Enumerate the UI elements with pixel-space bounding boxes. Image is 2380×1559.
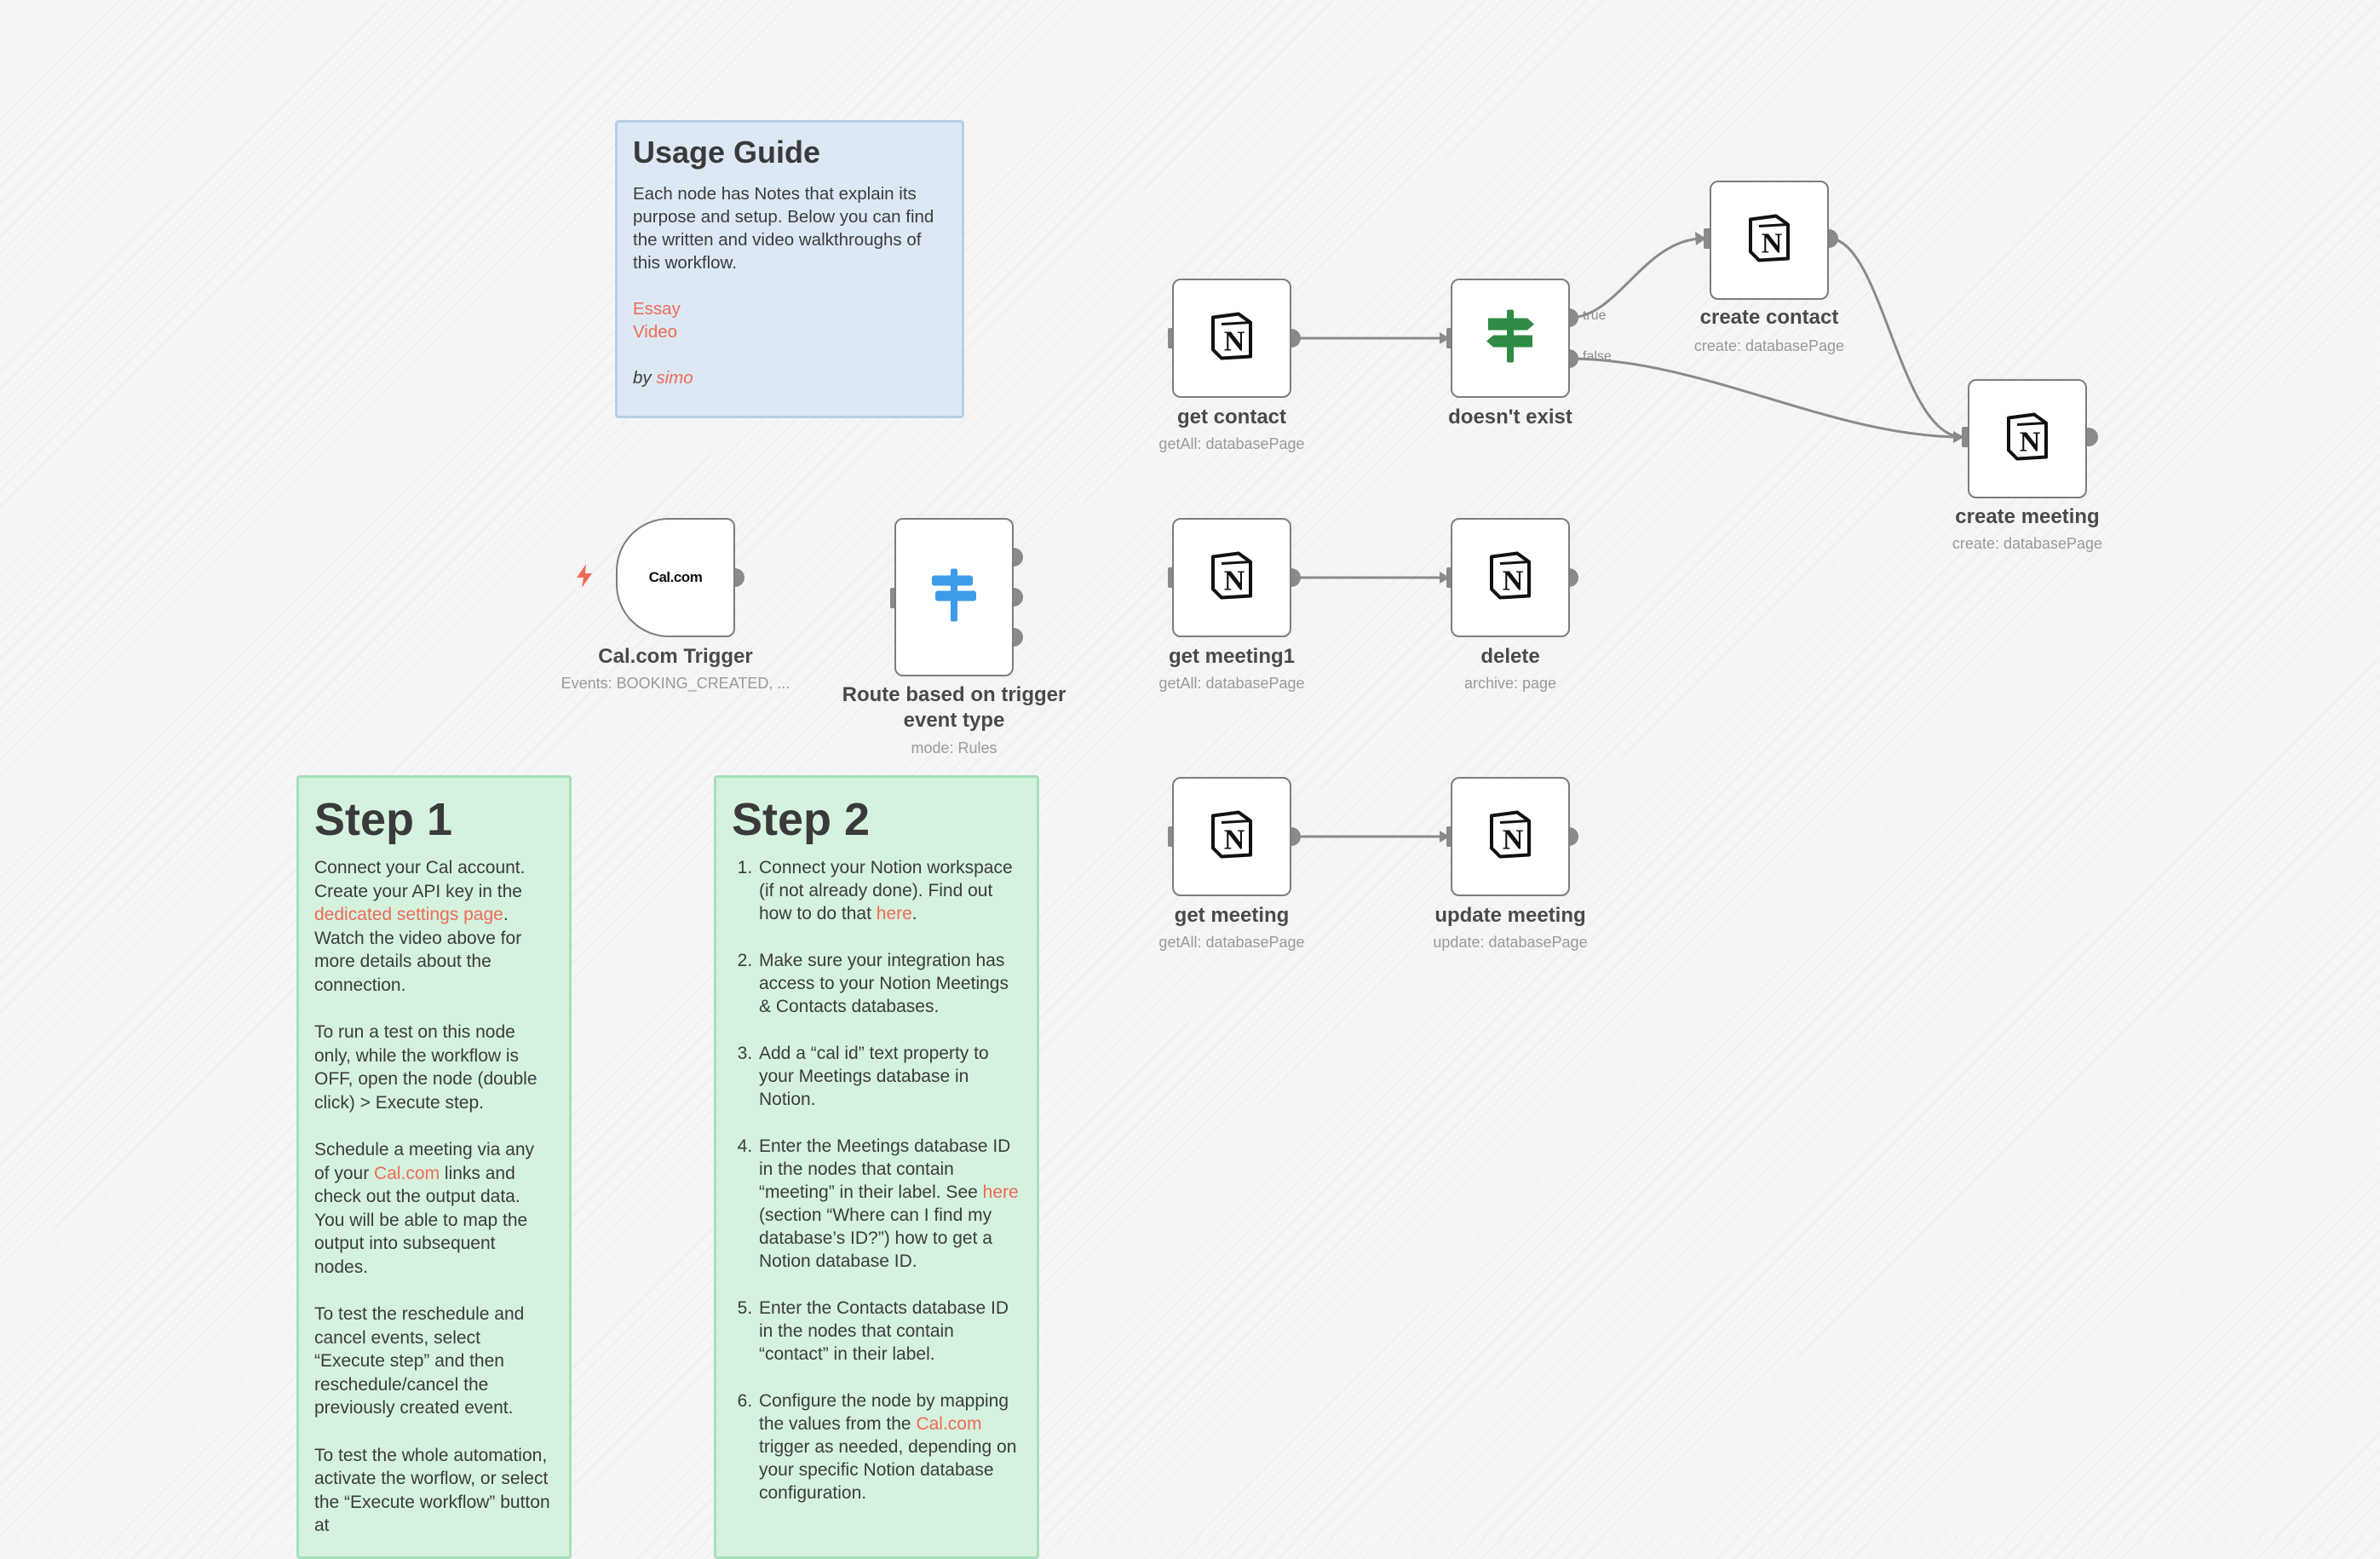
update-meeting-sub: update: databasePage <box>1433 934 1588 951</box>
get-contact-sub: getAll: databasePage <box>1158 435 1305 452</box>
step1-p3-text-a: Schedule a meeting via any of your <box>314 1140 534 1183</box>
get-meeting-sub: getAll: databasePage <box>1158 934 1305 951</box>
step2-item-4: Enter the Meetings database ID in the no… <box>757 1135 1021 1273</box>
by-label: by <box>633 368 652 388</box>
step2-i6-text-b: trigger as needed, depending on your spe… <box>759 1437 1017 1503</box>
calcom-trigger-link[interactable]: Cal.com <box>916 1414 982 1434</box>
step2-i1-text-b: . <box>911 904 917 923</box>
route-switch-node[interactable] <box>894 518 1014 676</box>
create-contact-node[interactable]: N <box>1710 181 1829 300</box>
step1-note[interactable]: Step 1 Connect your Cal account. Create … <box>296 775 572 1559</box>
calcom-logo: Cal.com <box>648 569 703 585</box>
step2-i4-text-a: Enter the Meetings database ID in the no… <box>759 1136 1011 1202</box>
svg-text:N: N <box>2020 427 2041 458</box>
step1-title: Step 1 <box>314 794 453 845</box>
get-meeting-node[interactable]: N <box>1172 777 1291 896</box>
cal-trigger-sub: Events: BOOKING_CREATED, ... <box>561 675 790 692</box>
step2-item-2: Make sure your integration has access to… <box>757 949 1021 1018</box>
cal-trigger-node[interactable]: Cal.com <box>616 518 735 637</box>
usage-guide-title: Usage Guide <box>633 135 821 170</box>
author-link[interactable]: simo <box>656 368 693 388</box>
svg-text:N: N <box>1503 825 1524 856</box>
step2-i6-text-a: Configure the node by mapping the values… <box>759 1391 1009 1434</box>
step2-i1-text-a: Connect your Notion workspace (if not al… <box>759 858 1013 923</box>
settings-page-link[interactable]: dedicated settings page <box>314 905 503 924</box>
database-id-link[interactable]: here <box>982 1182 1019 1202</box>
arrow-create-contact <box>1695 232 1706 245</box>
step1-p1-text-a: Connect your Cal account. Create your AP… <box>314 858 526 901</box>
get-contact-node[interactable]: N <box>1172 279 1291 398</box>
calcom-link[interactable]: Cal.com <box>374 1163 440 1183</box>
step2-item-5: Enter the Contacts database ID in the no… <box>757 1297 1021 1366</box>
notion-icon: N <box>1206 311 1257 366</box>
edge-true-to-create-contact <box>1568 237 1705 319</box>
step2-note[interactable]: Step 2 Connect your Notion workspace (if… <box>714 775 1039 1559</box>
get-meeting1-node[interactable]: N <box>1172 518 1291 637</box>
route-switch-label-2: event type <box>903 709 1005 732</box>
svg-text:N: N <box>1503 566 1524 597</box>
get-meeting1-sub: getAll: databasePage <box>1158 675 1305 692</box>
update-meeting-node[interactable]: N <box>1451 777 1570 896</box>
delete-label: delete <box>1480 645 1540 668</box>
create-meeting-node[interactable]: N <box>1968 379 2087 498</box>
notion-icon: N <box>1485 550 1536 606</box>
arrow-doesnt-exist <box>1440 332 1450 344</box>
step2-list: Connect your Notion workspace (if not al… <box>732 856 1021 1504</box>
create-meeting-sub: create: databasePage <box>1952 535 2103 552</box>
notion-icon: N <box>1206 550 1257 606</box>
video-link[interactable]: Video <box>633 322 678 342</box>
step1-paragraph-4: To test the reschedule and cancel events… <box>314 1304 525 1418</box>
doesnt-exist-if-node[interactable] <box>1451 279 1570 398</box>
essay-link[interactable]: Essay <box>633 299 681 319</box>
edge-create-contact-to-create-meeting <box>1828 237 1963 439</box>
false-branch-label: false <box>1583 349 1612 364</box>
step2-i4-text-b: (section “Where can I find my database’s… <box>759 1205 992 1271</box>
route-switch-label-1: Route based on trigger <box>842 683 1066 706</box>
arrow-update-meeting <box>1440 831 1450 843</box>
svg-text:N: N <box>1224 566 1245 597</box>
step1-paragraph-2: To run a test on this node only, while t… <box>314 1022 538 1113</box>
signpost-icon <box>1485 309 1536 367</box>
svg-text:N: N <box>1224 825 1245 856</box>
notion-icon: N <box>2002 411 2053 467</box>
notion-icon: N <box>1744 213 1795 268</box>
notion-icon: N <box>1485 809 1536 865</box>
step1-paragraph-5: To test the whole automation, activate t… <box>314 1445 550 1536</box>
update-meeting-label: update meeting <box>1434 904 1586 927</box>
step1-paragraph-3: Schedule a meeting via any of your Cal.c… <box>314 1138 554 1279</box>
arrow-delete <box>1440 572 1450 584</box>
delete-node[interactable]: N <box>1451 518 1570 637</box>
create-contact-sub: create: databasePage <box>1693 337 1845 354</box>
step2-title: Step 2 <box>732 794 871 845</box>
step1-paragraph-1: Connect your Cal account. Create your AP… <box>314 856 554 997</box>
get-meeting-label: get meeting <box>1174 904 1290 927</box>
notion-icon: N <box>1206 809 1257 865</box>
svg-text:N: N <box>1762 228 1783 260</box>
switch-icon <box>930 568 978 626</box>
delete-sub: archive: page <box>1463 675 1557 692</box>
svg-text:N: N <box>1224 326 1245 358</box>
usage-guide-note[interactable]: Usage Guide Each node has Notes that exp… <box>615 120 964 418</box>
bolt-icon <box>575 564 594 592</box>
create-contact-label: create contact <box>1699 306 1839 329</box>
doesnt-exist-label: doesn't exist <box>1448 406 1572 429</box>
true-branch-label: true <box>1583 308 1607 323</box>
route-switch-sub: mode: Rules <box>911 739 997 756</box>
step1-p1-text-b: . Watch the video above for more details… <box>314 905 522 995</box>
step2-item-3: Add a “cal id” text property to your Mee… <box>757 1042 1021 1111</box>
get-meeting1-label: get meeting1 <box>1168 645 1296 668</box>
edge-false-to-create-meeting <box>1568 357 1963 439</box>
usage-guide-body: Each node has Notes that explain its pur… <box>633 184 934 273</box>
step1-p3-text-b: links and check out the output data. You… <box>314 1163 528 1277</box>
step2-item-1: Connect your Notion workspace (if not al… <box>757 856 1021 925</box>
create-meeting-label: create meeting <box>1955 505 2100 528</box>
get-contact-label: get contact <box>1176 406 1287 429</box>
arrow-create-meeting <box>1953 431 1964 443</box>
step2-item-6: Configure the node by mapping the values… <box>757 1389 1021 1504</box>
notion-help-link[interactable]: here <box>876 904 912 923</box>
cal-trigger-label: Cal.com Trigger <box>598 645 753 668</box>
